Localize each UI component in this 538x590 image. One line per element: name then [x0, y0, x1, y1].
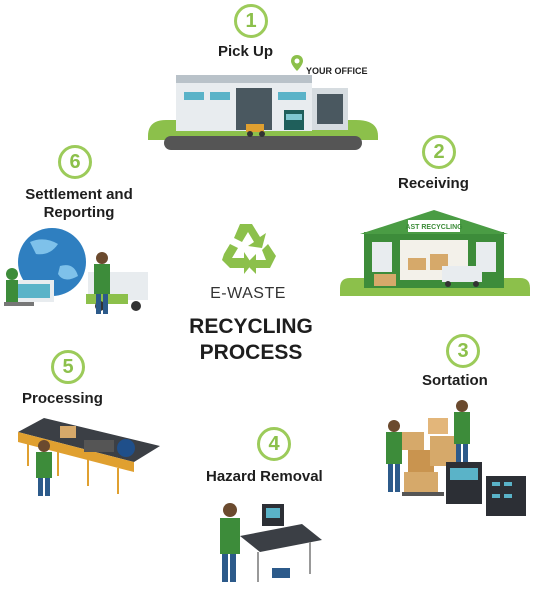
- recycling-facility-icon: AST RECYCLING: [340, 210, 530, 296]
- step-6-label-line-2: Reporting: [43, 204, 115, 221]
- global-reporting-icon: [4, 228, 148, 314]
- processing-line-icon: [18, 418, 160, 496]
- step-2-label: Receiving: [398, 175, 469, 192]
- step-1-note: YOUR OFFICE: [306, 66, 368, 76]
- step-5-label: Processing: [22, 390, 103, 407]
- step-3-number: 3: [446, 334, 480, 368]
- recycle-icon: [222, 224, 276, 274]
- step-4-number: 4: [257, 427, 291, 461]
- step-4-label: Hazard Removal: [206, 468, 323, 485]
- step-3-label: Sortation: [422, 372, 488, 389]
- location-pin-icon: [291, 55, 303, 71]
- step-1-label: Pick Up: [218, 43, 274, 60]
- step-6-label: Settlement and Reporting: [14, 186, 144, 222]
- facility-sign-text: AST RECYCLING: [405, 224, 463, 231]
- center-title-line-2: PROCESS: [199, 341, 303, 364]
- step-6-number: 6: [58, 145, 92, 179]
- step-2-number: 2: [422, 135, 456, 169]
- worker-conveyor-icon: [220, 503, 322, 582]
- center-title: RECYCLING PROCESS: [176, 314, 326, 366]
- step-5-number: 5: [51, 350, 85, 384]
- warehouse-truck-icon: [148, 75, 378, 150]
- workers-sorting-boxes-icon: [386, 400, 526, 516]
- center-kicker: E-WASTE: [210, 285, 286, 302]
- center-title-line-1: RECYCLING: [189, 315, 313, 338]
- step-6-label-line-1: Settlement and: [25, 186, 133, 203]
- step-1-number: 1: [234, 4, 268, 38]
